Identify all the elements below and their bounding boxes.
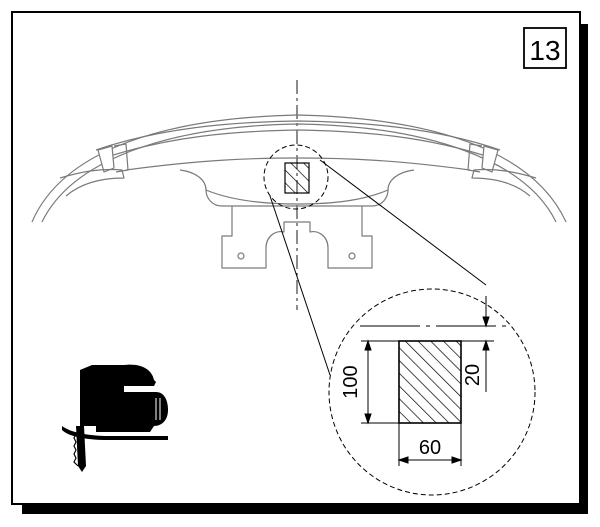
detail-circle-small <box>263 144 329 210</box>
dimension-width <box>397 423 463 466</box>
dimension-offset <box>461 296 494 392</box>
bumper-part <box>31 114 567 269</box>
dimension-height-label: 100 <box>340 365 362 398</box>
cut-area-large <box>398 340 462 424</box>
leader-line-right <box>319 159 487 286</box>
leader-line-left <box>269 195 331 376</box>
step-number-box: 13 <box>523 27 567 69</box>
dimension-height <box>361 339 399 425</box>
cut-area-small <box>284 162 310 194</box>
step-number: 13 <box>529 35 560 66</box>
detail-zoom: 100 60 20 <box>328 288 536 496</box>
dimension-offset-label: 20 <box>462 364 484 386</box>
jigsaw-icon <box>62 364 168 472</box>
dimension-width-label: 60 <box>419 437 441 459</box>
